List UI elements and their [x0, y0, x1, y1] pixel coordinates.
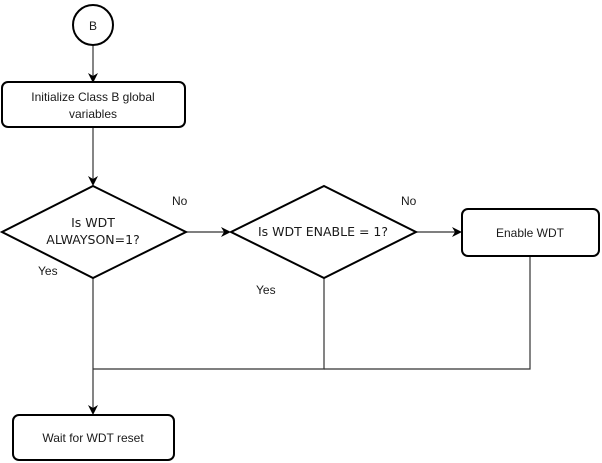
edge-decision2-yes: [93, 278, 325, 370]
edge-enable-merge: [324, 257, 531, 370]
decision2-label: Is WDT ENABLE = 1?: [258, 224, 388, 239]
init-label-line1: Initialize Class B global: [31, 90, 154, 104]
start-label: B: [89, 19, 97, 33]
decision1-yes-label: Yes: [38, 264, 58, 278]
enable-label: Enable WDT: [496, 226, 565, 240]
start-connector: B: [72, 4, 114, 46]
decision1-label-line1: Is WDT: [71, 215, 115, 230]
init-label-line2: variables: [69, 107, 117, 121]
decision1-label-line2: ALWAYSON=1?: [46, 232, 139, 247]
decision1-no-label: No: [172, 194, 188, 208]
wait-label: Wait for WDT reset: [42, 431, 144, 445]
decision-enable: Is WDT ENABLE = 1?: [228, 184, 419, 280]
enable-wdt-box: Enable WDT: [461, 208, 600, 257]
decision-alwayson: Is WDT ALWAYSON=1?: [0, 184, 189, 280]
wait-reset-box: Wait for WDT reset: [12, 414, 175, 461]
init-process-box: Initialize Class B global variables: [1, 81, 186, 128]
decision2-yes-label: Yes: [256, 283, 276, 297]
decision2-no-label: No: [401, 194, 417, 208]
